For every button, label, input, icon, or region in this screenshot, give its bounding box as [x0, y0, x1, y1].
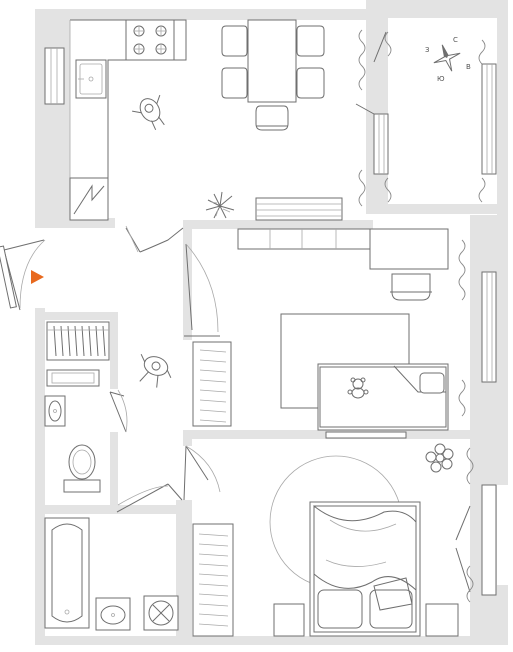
nightstand-left [273, 603, 305, 637]
bathroom-sink [95, 597, 131, 631]
cooktop [125, 19, 175, 61]
radiator-kitchen [255, 197, 343, 221]
windows [44, 47, 497, 596]
radiator-room1 [325, 431, 407, 439]
compass-south-label: Ю [437, 75, 445, 83]
balcony: С В Ю З [355, 31, 486, 203]
compass-west-label: З [425, 46, 430, 54]
teddy-bear-icon [347, 377, 369, 399]
person-figure-kitchen [132, 94, 165, 131]
person-figure-hallway [139, 353, 172, 388]
plant-icon [205, 191, 235, 219]
window-room-1 [481, 271, 497, 383]
desk-chair [390, 273, 432, 301]
compass-north-label: С [453, 36, 458, 44]
bedroom-wardrobe [192, 523, 234, 637]
room-2 [192, 443, 474, 637]
shelf-unit [46, 369, 100, 387]
bathroom-upper [44, 321, 110, 493]
room1-shelves [237, 228, 371, 250]
nightstand-right [425, 603, 459, 637]
fridge [69, 177, 109, 221]
room-1 [237, 228, 466, 439]
window-room-2 [481, 484, 497, 596]
dining-table [247, 19, 297, 103]
desk [369, 228, 449, 270]
toilet [63, 444, 101, 493]
kitchen [69, 19, 366, 221]
compass-icon: С В Ю З [425, 36, 471, 83]
window-balcony-outer [481, 63, 497, 175]
window-kitchen-left [44, 47, 65, 105]
hallway [0, 225, 232, 513]
bathroom-lower [44, 517, 179, 631]
compass-east-label: В [466, 63, 471, 71]
entrance-arrow-icon [31, 270, 44, 284]
hallway-shelf [46, 321, 110, 361]
flower-icon [425, 443, 454, 473]
dining-chairs [221, 25, 325, 131]
wash-basin [44, 395, 66, 427]
hallway-wardrobe [192, 341, 232, 427]
window-balcony-door [373, 113, 389, 175]
